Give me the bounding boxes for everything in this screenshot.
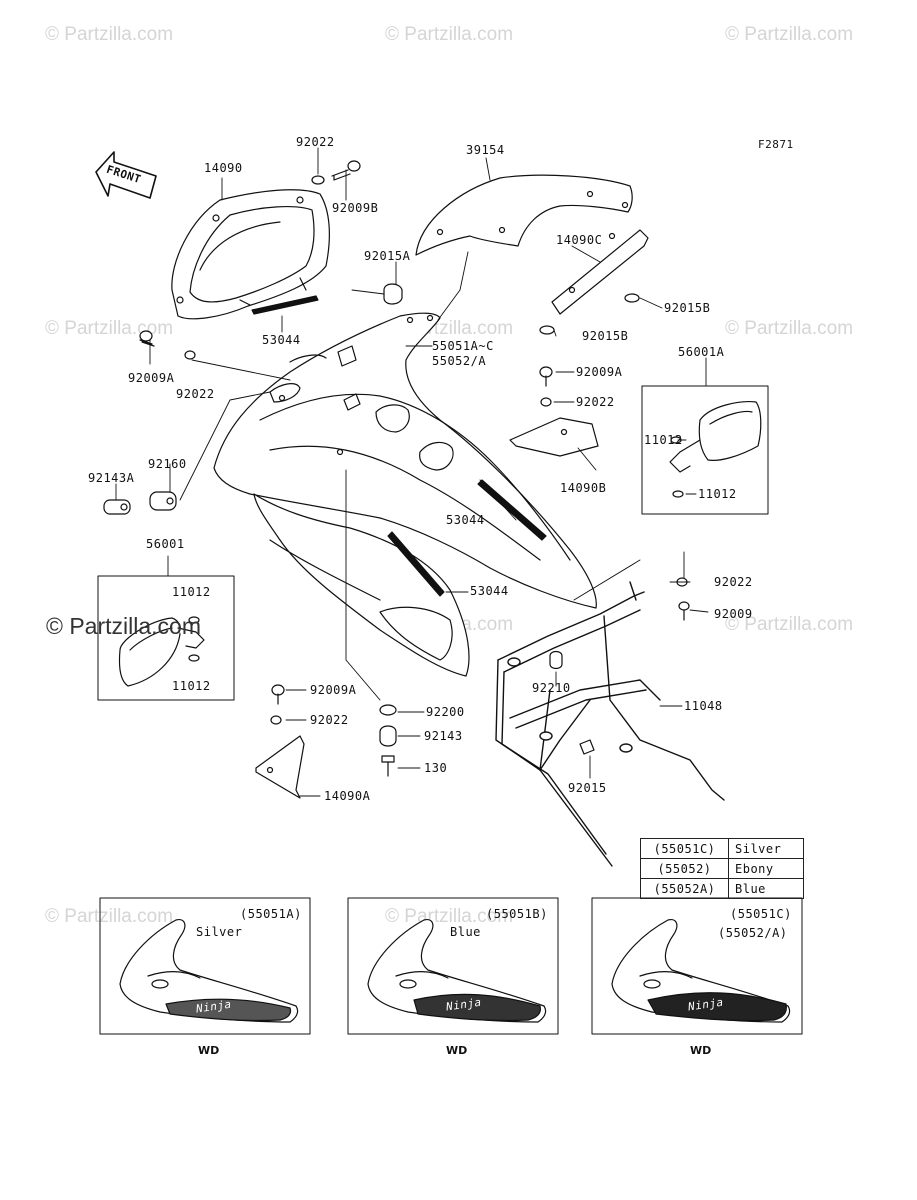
part-label: 53044 [262,333,301,347]
fairing-stay-part [495,581,725,867]
meter-cover-part [171,189,330,320]
part-label: 92009A [576,365,623,379]
variant-fairing-blue [367,919,547,1023]
watermark: © Partzilla.com [45,24,174,45]
color-code: (55052) [640,858,729,879]
part-label: 130 [424,761,448,775]
mirror-left-part [118,616,205,687]
variant-code: (55051C) [730,907,792,921]
part-label: 92160 [148,457,187,471]
variant-fairing-silver [119,919,299,1023]
watermark: © Partzilla.com [45,906,174,927]
upper-cowling-part [213,312,597,609]
part-label: 11012 [172,585,211,599]
bolt-icon [678,601,690,621]
mirror-right-part [669,401,762,498]
part-label: 92009A [128,371,175,385]
figure-id: F2871 [758,138,794,151]
part-label: 92015B [664,301,711,315]
collar-part [103,491,177,515]
lower-fairing-part [253,493,470,677]
part-label: 14090 [204,161,243,175]
color-name: Silver [728,838,804,859]
part-label: 92009 [714,607,753,621]
part-label: 92143 [424,729,463,743]
inner-cover-part [539,229,649,335]
part-label: 53044 [470,584,509,598]
color-code: (55052A) [640,878,729,899]
watermark: © Partzilla.com [385,906,514,927]
part-label: 11012 [644,433,683,447]
part-label: 11012 [698,487,737,501]
watermark-main: © Partzilla.com [46,613,201,639]
part-label: 56001A [678,345,725,359]
front-arrow-icon [95,151,157,199]
table-row: (55052) Ebony [640,858,804,879]
part-label: 92022 [310,713,349,727]
variant-code: (55051A) [240,907,302,921]
part-label: 92009B [332,201,379,215]
part-label: 92200 [426,705,465,719]
part-label: 11048 [684,699,723,713]
color-name: Blue [728,878,804,899]
part-label: 53044 [446,513,485,527]
watermark: © Partzilla.com [725,614,854,635]
variant-code-2: (55052/A) [718,926,788,940]
windshield-part [415,174,633,256]
part-label: 14090A [324,789,371,803]
part-label: 92022 [714,575,753,589]
part-label: 92015A [364,249,411,263]
part-label: 39154 [466,143,505,157]
watermark: © Partzilla.com [385,24,514,45]
part-label: 92022 [576,395,615,409]
part-label: 92015 [568,781,607,795]
bolt-icon [331,160,361,181]
part-label: 92210 [532,681,571,695]
part-label: 92022 [176,387,215,401]
variant-code: (55051B) [486,907,548,921]
table-row: (55052A) Blue [640,878,804,899]
part-label: 92015B [582,329,629,343]
part-label: 92022 [296,135,335,149]
variant-fairing-ebony [611,919,791,1023]
part-label: 56001 [146,537,185,551]
part-label: 55052/A [432,354,487,368]
part-label: 14090B [560,481,607,495]
table-row: (55051C) Silver [640,838,804,859]
variant-color: Blue [450,925,481,939]
part-label: 55051A~C [432,339,494,353]
variant-footer: WD [198,1044,220,1057]
color-code-table: (55051C) Silver (55052) Ebony (55052A) B… [640,838,804,899]
watermark: © Partzilla.com [725,318,854,339]
part-label: 11012 [172,679,211,693]
variant-color: Silver [196,925,243,939]
bolt-icon [539,366,553,387]
variant-footer: WD [446,1044,468,1057]
bolt-icon [271,684,285,705]
color-name: Ebony [728,858,804,879]
part-label: 92009A [310,683,357,697]
watermark: © Partzilla.com [725,24,854,45]
color-code: (55051C) [640,838,729,859]
variant-footer: WD [690,1044,712,1057]
part-label: 92143A [88,471,135,485]
bolt-icon [139,330,155,347]
part-label: 14090C [556,233,603,247]
bolt-icon [381,755,395,777]
